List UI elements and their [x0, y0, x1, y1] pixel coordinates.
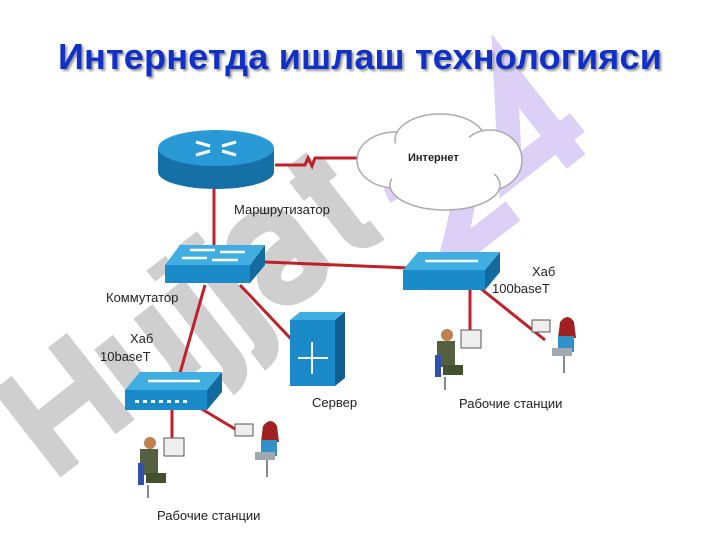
hub-10baseT-icon	[125, 372, 222, 410]
hub10-speed-label: 10baseT	[100, 349, 151, 364]
internet-cloud-icon	[356, 113, 523, 211]
hub100-name-label: Хаб	[532, 264, 556, 279]
hub100-speed-label: 100baseT	[492, 281, 550, 296]
hub10-name-label: Хаб	[130, 331, 154, 346]
router-label: Маршрутизатор	[234, 202, 330, 217]
switch-label: Коммутатор	[106, 290, 179, 305]
workstations-right-label: Рабочие станции	[459, 396, 563, 411]
workstations-left-label: Рабочие станции	[157, 508, 261, 523]
workstation-woman-icon	[234, 421, 279, 477]
link-hub10-ws2	[199, 406, 241, 434]
link-router-internet	[275, 154, 360, 170]
link-switch-hub100	[264, 260, 411, 270]
page-title: Интернетда ишлаш технологияси	[57, 36, 663, 77]
switch-icon	[165, 245, 265, 283]
link-switch-server	[238, 283, 294, 342]
link-switch-hub10	[176, 284, 207, 381]
server-icon	[290, 312, 345, 386]
server-label: Сервер	[312, 395, 358, 410]
workstation-man-icon	[435, 329, 482, 390]
workstation-woman-icon	[531, 317, 576, 373]
router-icon	[158, 130, 274, 189]
internet-label: Интернет	[408, 152, 459, 164]
hub-100baseT-icon	[403, 252, 500, 290]
workstation-man-icon	[138, 437, 185, 498]
